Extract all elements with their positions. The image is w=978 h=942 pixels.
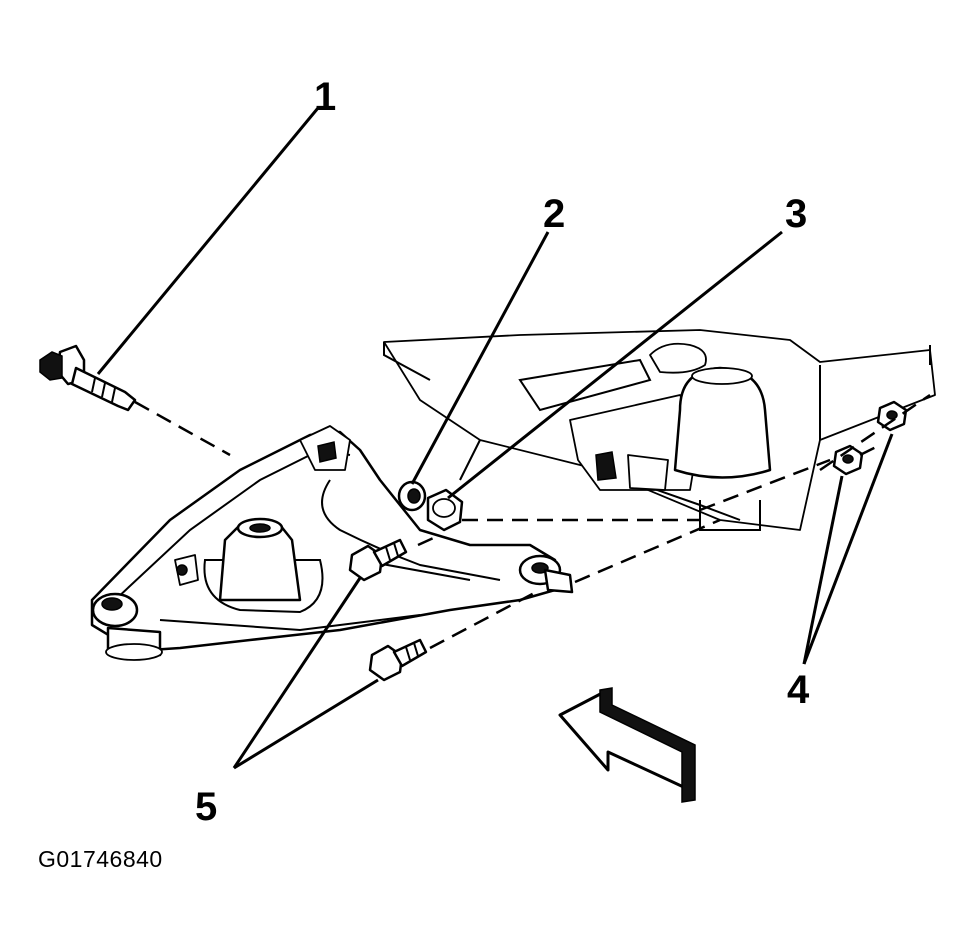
- rear-bolt-upper: [348, 538, 408, 582]
- cam-washer: [397, 480, 427, 512]
- leader-lines: [96, 107, 894, 770]
- rear-bolt-stud: [543, 568, 574, 594]
- rear-nut-lower: [832, 444, 864, 476]
- callout-2: 2: [543, 192, 565, 236]
- front-direction-arrow-icon: [558, 687, 696, 803]
- rear-nut-upper: [876, 400, 908, 432]
- callout-4: 4: [787, 668, 810, 712]
- rear-bolt-lower: [368, 638, 428, 682]
- lower-control-arm: [90, 425, 562, 661]
- cam-bolt: [39, 344, 137, 412]
- callout-1: 1: [314, 75, 336, 119]
- installation-path-lines: [134, 393, 931, 650]
- cam-nut: [426, 488, 464, 532]
- callout-3: 3: [785, 192, 807, 236]
- callout-5: 5: [195, 785, 217, 829]
- frame-bracket: [569, 394, 761, 531]
- jounce-bumper: [649, 342, 772, 479]
- figure-id-label: G01746840: [38, 846, 163, 872]
